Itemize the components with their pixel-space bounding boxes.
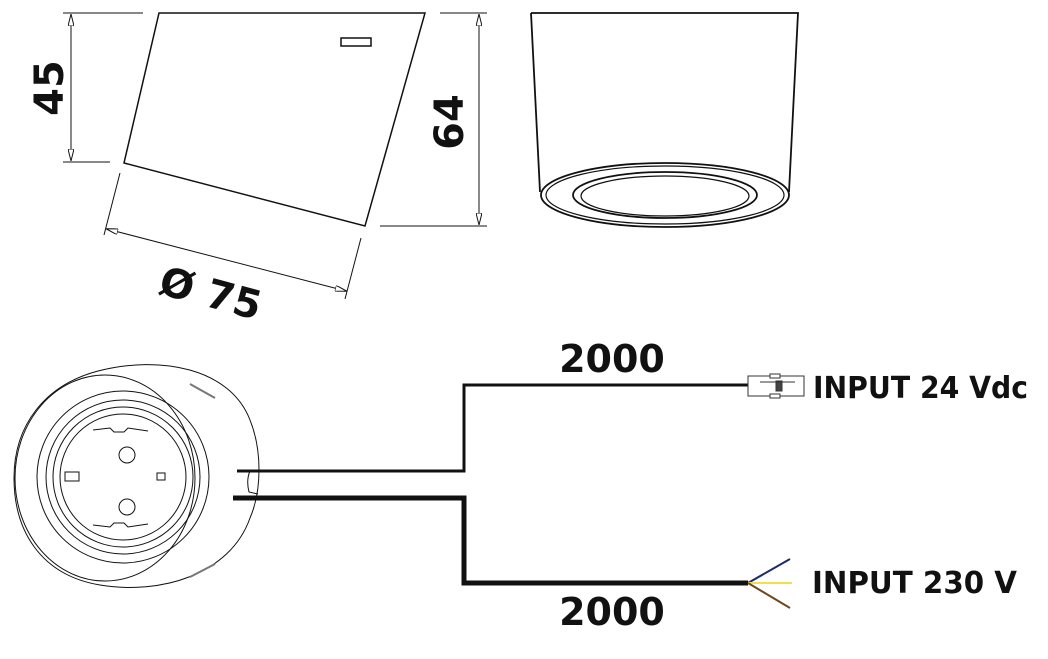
- socket-ring-2: [45, 399, 201, 555]
- dim-75-ext-left: [103, 172, 121, 236]
- connector-latch-top: [769, 373, 781, 379]
- connector-latch-bottom: [769, 393, 781, 399]
- socket-notch-top: [92, 427, 149, 433]
- wire-split-230v: [747, 558, 792, 609]
- housing-mark-top: [189, 383, 216, 399]
- housing-mark-bottom: [189, 563, 216, 578]
- cable-230v-length: 2000: [559, 590, 665, 634]
- side-view: [63, 12, 487, 300]
- cable-24v-line: [237, 383, 748, 473]
- housing-inner-ring: [14, 374, 196, 582]
- cable-24v-length: 2000: [559, 337, 665, 381]
- front-view: [530, 12, 799, 228]
- label-input-230v: INPUT 230 V: [812, 566, 1018, 601]
- connector-24v: [747, 373, 805, 399]
- dim-label-64: 64: [427, 94, 473, 150]
- socket-notch-bottom: [92, 522, 149, 528]
- dim-75-ext-right: [344, 237, 362, 300]
- lens-ring-2: [580, 175, 750, 217]
- cable-230v: [233, 495, 748, 586]
- connector-pin: [775, 380, 783, 392]
- socket-pin-hole-top: [118, 446, 136, 464]
- label-input-24vdc: INPUT 24 Vdc: [813, 371, 1028, 406]
- ground-clip-right: [156, 472, 166, 481]
- socket-ring-3: [52, 406, 194, 548]
- cable-24v: [237, 383, 748, 473]
- socket-ring-1: [36, 390, 210, 564]
- cylinder-body: [531, 12, 799, 193]
- socket-pin-hole-bottom: [118, 498, 136, 516]
- dim-label-45: 45: [27, 60, 73, 116]
- lens-ring-1: [572, 171, 758, 219]
- wire-blue: [747, 558, 791, 584]
- outer-ring-2: [545, 165, 785, 225]
- dim-label-diameter-75: Ø 75: [155, 258, 267, 329]
- cable-exit-notch: [247, 470, 259, 495]
- housing-outline: [13, 364, 260, 588]
- top-view: [13, 364, 260, 588]
- cylinder-left-edge: [530, 12, 541, 193]
- wire-brown: [747, 582, 791, 609]
- socket-ring-4: [59, 413, 187, 541]
- indicator-slot: [340, 37, 372, 47]
- cable-230v-line: [233, 495, 748, 586]
- side-view-outline: [123, 12, 426, 227]
- outer-ring-1: [540, 162, 790, 228]
- dim-75-line: [107, 229, 346, 291]
- ground-clip-left: [64, 471, 80, 482]
